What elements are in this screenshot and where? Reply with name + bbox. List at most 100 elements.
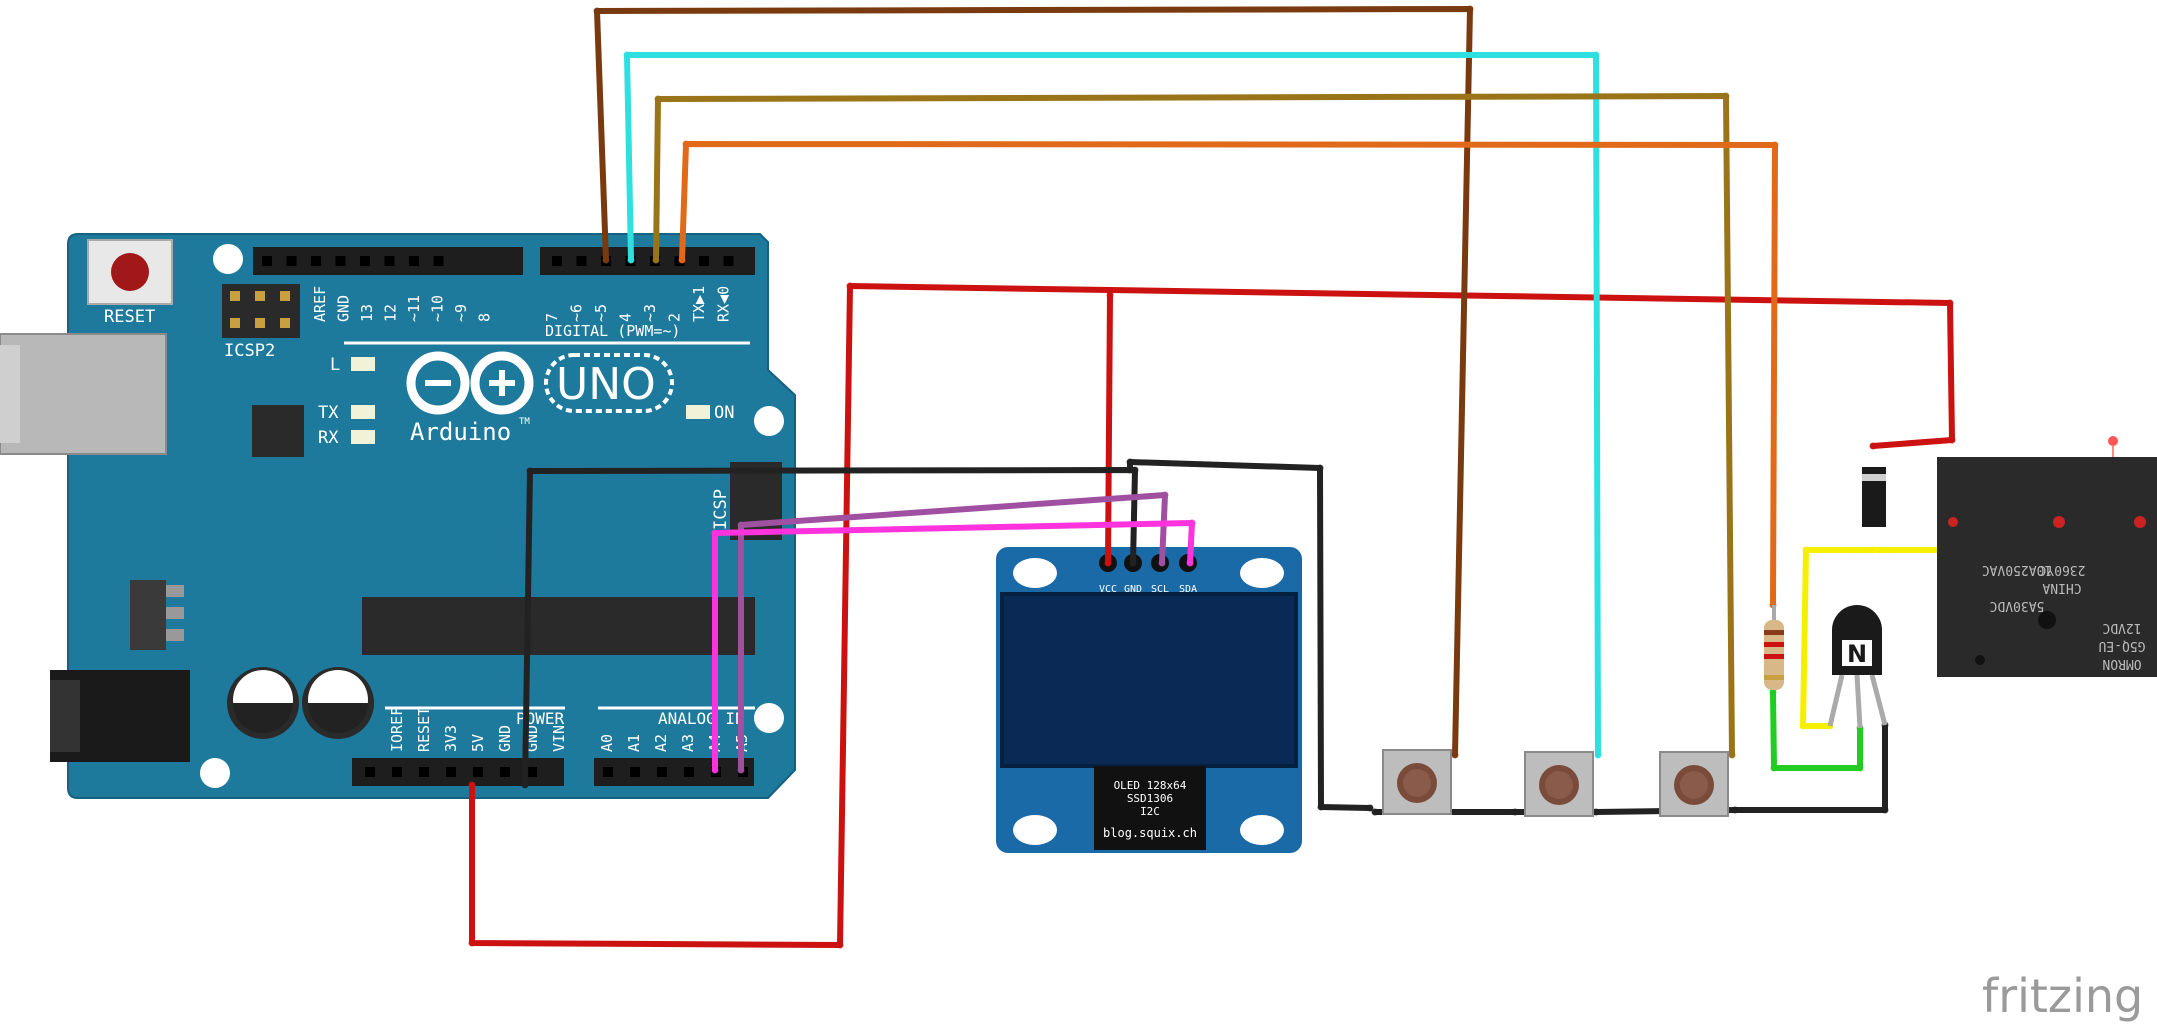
arduino-logo-plus-v (499, 370, 505, 396)
wire-pin2-orange[interactable] (679, 141, 1778, 608)
wire-bend (654, 95, 662, 103)
push-button[interactable] (1524, 751, 1594, 817)
analog-pin[interactable] (630, 767, 640, 777)
pin-label: GND (496, 725, 514, 752)
digital-pin[interactable] (723, 256, 734, 266)
transistor-label: N (1847, 640, 1867, 668)
transistor-lead (1869, 674, 1888, 726)
oled-pin-label: SDA (1179, 584, 1197, 595)
mounting-hole (1240, 558, 1284, 588)
wire-bend (1869, 546, 1877, 554)
relay-pin (1948, 517, 1958, 527)
wire-bend (1161, 491, 1169, 499)
arduino-logo-minus (425, 380, 451, 386)
digital-pin[interactable] (433, 256, 444, 266)
wire-bend (468, 939, 476, 947)
wire-pin3-olive[interactable] (653, 93, 1735, 758)
wire-bend (1511, 808, 1519, 816)
power-pin[interactable] (365, 767, 375, 777)
wire-bend (1770, 764, 1778, 772)
arduino-pcb (67, 233, 796, 799)
relay-text: G5Q-EU (2099, 638, 2146, 653)
wire-bend (526, 467, 534, 475)
led-rx (351, 430, 375, 444)
wire-bend (1802, 546, 1810, 554)
oled-screen (1000, 592, 1298, 768)
wire-base-green[interactable] (1770, 689, 1863, 771)
digital-pin[interactable] (576, 256, 587, 266)
power-pin[interactable] (527, 767, 537, 777)
oled-line1: OLED 128x64 (1114, 779, 1187, 792)
oled-line2: SSD1306 (1127, 792, 1173, 805)
power-pin[interactable] (446, 767, 456, 777)
wire-pin4-cyan[interactable] (624, 52, 1601, 758)
usb-chip (252, 405, 304, 457)
wire-bend (1126, 466, 1134, 474)
reset-button-cap[interactable] (111, 253, 149, 291)
wire-bend (737, 766, 745, 774)
digital-pin[interactable] (409, 256, 419, 266)
push-button[interactable] (1659, 751, 1729, 817)
digital-label: DIGITAL (PWM=~) (545, 322, 680, 340)
mounting-hole (754, 703, 784, 733)
wire-sda-magenta[interactable] (712, 520, 1195, 773)
oled-module: OLED 128x64 SSD1306 I2C blog.squix.ch VC… (996, 547, 1302, 853)
digital-pin[interactable] (286, 256, 297, 266)
wire-pin5-brown[interactable] (594, 6, 1473, 758)
power-pin[interactable] (392, 767, 402, 777)
analog-label: ANALOG IN (658, 709, 745, 728)
digital-pin[interactable] (335, 256, 346, 266)
digital-pin[interactable] (311, 256, 321, 266)
wire-bend (737, 521, 745, 529)
diode-band (1862, 474, 1886, 481)
wire-bend (1946, 299, 1954, 307)
pin-label: RESET (415, 707, 433, 752)
wire-scl-purple[interactable] (738, 492, 1168, 773)
analog-pin[interactable] (684, 767, 694, 777)
pin-label: 2 (666, 313, 684, 322)
relay-text: CHINA (2042, 580, 2081, 595)
mounting-hole (213, 244, 243, 274)
led-on (686, 405, 710, 419)
wire-bend (1799, 722, 1807, 730)
relay-pin (2053, 516, 2065, 528)
oled-pin-label: SCL (1151, 584, 1169, 595)
pin-label: TX▶1 (690, 286, 708, 322)
capacitor (302, 667, 374, 739)
relay-pin (2134, 516, 2146, 528)
fritzing-watermark: fritzing (1982, 969, 2143, 1023)
wire-gnd-black[interactable] (522, 467, 1138, 788)
digital-pin[interactable] (384, 256, 395, 266)
wire-oled-vcc-red[interactable] (1105, 292, 1113, 566)
capacitor (227, 667, 299, 739)
push-button[interactable] (1382, 749, 1452, 815)
wire-bend (1594, 751, 1602, 759)
pin-label: AREF (311, 286, 329, 322)
pin-label: VIN (550, 725, 568, 752)
transistor-lead (1854, 674, 1863, 729)
wire-bend (1466, 5, 1474, 13)
relay-text: 2360YC (2039, 562, 2086, 577)
digital-pin[interactable] (262, 256, 272, 266)
wire-bend (1158, 559, 1166, 567)
oled-label-plate (1094, 766, 1206, 850)
wire-bend (1771, 141, 1779, 149)
wire-bend (1592, 808, 1600, 816)
digital-pin[interactable] (552, 256, 562, 266)
wire-bend (1856, 764, 1864, 772)
power-pin[interactable] (500, 767, 510, 777)
wire-bend (1728, 751, 1736, 759)
wire-bend (1948, 436, 1956, 444)
analog-pin[interactable] (657, 767, 667, 777)
wire-bend (1317, 803, 1325, 811)
power-pin[interactable] (473, 767, 483, 777)
pin-label: 7 (543, 313, 561, 322)
digital-pin[interactable] (699, 256, 709, 266)
pin-label: ~9 (452, 304, 470, 322)
trademark-label: TM (519, 417, 530, 427)
analog-pin[interactable] (603, 767, 613, 777)
power-pin[interactable] (419, 767, 429, 777)
digital-pin[interactable] (360, 256, 370, 266)
wire-bend (1188, 519, 1196, 527)
